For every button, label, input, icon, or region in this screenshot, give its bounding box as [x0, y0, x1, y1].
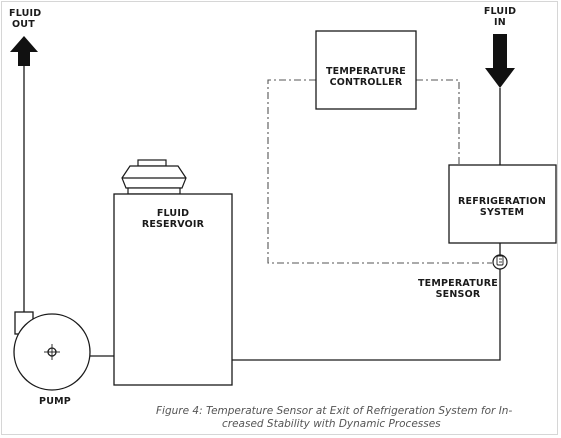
temperature-controller-label-2: CONTROLLER	[330, 77, 403, 88]
up-arrow-icon	[10, 36, 38, 66]
fluid-in-label-2: IN	[494, 17, 506, 28]
fluid-reservoir-label-1: FLUID	[157, 208, 189, 219]
controller-refrig-wire	[416, 79, 460, 165]
figure-caption-line-2: creased Stability with Dynamic Processes	[222, 418, 441, 430]
fluid-reservoir-tank	[113, 193, 233, 386]
figure-caption-line-1: Figure 4: Temperature Sensor at Exit of …	[156, 405, 512, 417]
refrigeration-system-box	[448, 164, 557, 244]
temperature-controller-box	[315, 30, 417, 110]
refrigeration-system-label-2: SYSTEM	[480, 207, 524, 218]
pump-icon	[13, 311, 91, 391]
down-arrow-icon	[485, 34, 515, 88]
temperature-sensor-label-2: SENSOR	[436, 289, 481, 300]
controller-sensor-wire	[267, 79, 492, 264]
return-pipe	[232, 268, 501, 361]
fluid-out-label-2: OUT	[12, 19, 35, 30]
reservoir-lid-icon	[121, 159, 187, 195]
fluid-reservoir-label-2: RESERVOIR	[142, 219, 205, 230]
pump-label: PUMP	[39, 396, 71, 407]
temperature-controller-label-1: TEMPERATURE	[326, 66, 406, 77]
temperature-sensor-label-1: TEMPERATURE	[418, 278, 498, 289]
fluid-out-label-1: FLUID	[9, 8, 41, 19]
sensor-icon	[492, 254, 508, 270]
fluid-in-label-1: FLUID	[484, 6, 516, 17]
refrigeration-system-label-1: REFRIGERATION	[458, 196, 546, 207]
